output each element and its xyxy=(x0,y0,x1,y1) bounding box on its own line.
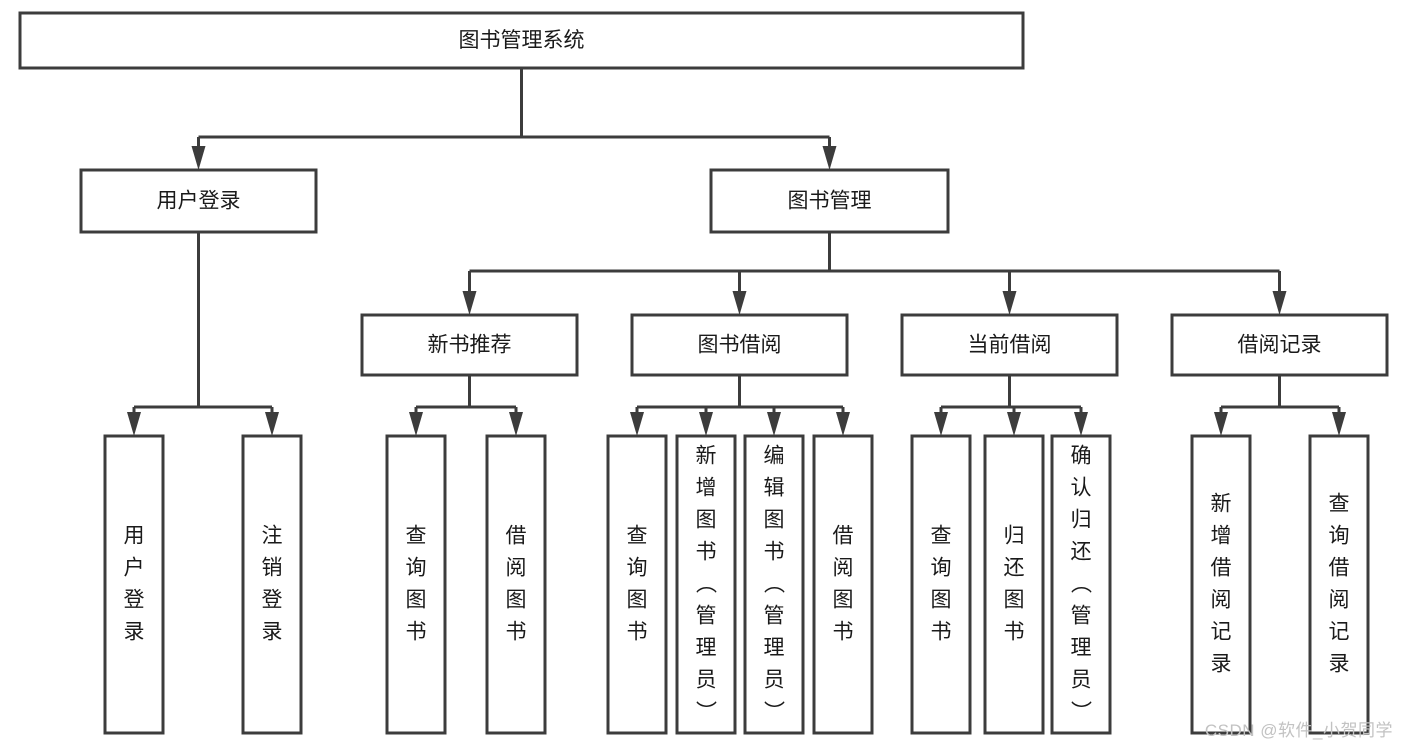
node-label-leaf-query-book-3: 查询图书 xyxy=(931,524,952,643)
node-label-leaf-query-book-2: 查询图书 xyxy=(627,524,648,643)
connector-layer xyxy=(127,68,1346,436)
node-leaf-borrow-book-2[interactable]: 借阅图书 xyxy=(812,434,874,735)
node-label-leaf-add-borrow-rec: 新增借阅记录 xyxy=(1211,492,1232,675)
node-label-leaf-query-book-1: 查询图书 xyxy=(406,524,427,643)
node-box-root xyxy=(18,11,1025,70)
node-current-borrow[interactable]: 当前借阅 xyxy=(900,313,1119,377)
node-label-book-borrow: 图书借阅 xyxy=(698,334,782,357)
node-root[interactable]: 图书管理系统 xyxy=(18,11,1025,70)
node-leaf-confirm-return[interactable]: 确认归还（管理员） xyxy=(1050,434,1112,735)
node-box-book-manage xyxy=(709,168,950,234)
node-book-borrow[interactable]: 图书借阅 xyxy=(630,313,849,377)
node-box-leaf-user-login xyxy=(103,434,165,735)
node-box-leaf-query-borrow-rec xyxy=(1308,434,1370,735)
node-label-leaf-return-book: 归还图书 xyxy=(1004,524,1025,643)
node-leaf-add-book-admin[interactable]: 新增图书（管理员） xyxy=(675,434,737,735)
node-label-leaf-logout: 注销登录 xyxy=(262,524,283,643)
node-box-book-borrow xyxy=(630,313,849,377)
node-label-leaf-borrow-book-1: 借阅图书 xyxy=(506,524,527,643)
node-box-leaf-add-book-admin xyxy=(675,434,737,735)
node-borrow-record[interactable]: 借阅记录 xyxy=(1170,313,1389,377)
node-leaf-query-book-1[interactable]: 查询图书 xyxy=(385,434,447,735)
node-leaf-return-book[interactable]: 归还图书 xyxy=(983,434,1045,735)
node-box-current-borrow xyxy=(900,313,1119,377)
node-leaf-borrow-book-1[interactable]: 借阅图书 xyxy=(485,434,547,735)
node-leaf-edit-book-admin[interactable]: 编辑图书（管理员） xyxy=(743,434,805,735)
node-label-leaf-add-book-admin: 新增图书（管理员） xyxy=(696,444,718,723)
node-label-leaf-confirm-return: 确认归还（管理员） xyxy=(1071,444,1093,723)
node-box-user-login xyxy=(79,168,318,234)
node-leaf-logout[interactable]: 注销登录 xyxy=(241,434,303,735)
node-box-leaf-logout xyxy=(241,434,303,735)
node-book-manage[interactable]: 图书管理 xyxy=(709,168,950,234)
node-box-leaf-query-book-3 xyxy=(910,434,972,735)
node-box-leaf-borrow-book-2 xyxy=(812,434,874,735)
node-label-leaf-user-login: 用户登录 xyxy=(124,524,145,643)
node-label-book-manage: 图书管理 xyxy=(788,190,872,213)
node-label-borrow-record: 借阅记录 xyxy=(1238,334,1322,357)
node-label-leaf-borrow-book-2: 借阅图书 xyxy=(833,524,854,643)
node-leaf-query-borrow-rec[interactable]: 查询借阅记录 xyxy=(1308,434,1370,735)
node-label-user-login: 用户登录 xyxy=(157,190,241,213)
node-leaf-query-book-3[interactable]: 查询图书 xyxy=(910,434,972,735)
node-box-leaf-confirm-return xyxy=(1050,434,1112,735)
node-box-leaf-query-book-2 xyxy=(606,434,668,735)
node-box-borrow-record xyxy=(1170,313,1389,377)
node-layer: 图书管理系统用户登录图书管理新书推荐图书借阅当前借阅借阅记录用户登录注销登录查询… xyxy=(18,11,1389,735)
node-label-current-borrow: 当前借阅 xyxy=(968,334,1052,357)
node-user-login[interactable]: 用户登录 xyxy=(79,168,318,234)
node-leaf-add-borrow-rec[interactable]: 新增借阅记录 xyxy=(1190,434,1252,735)
node-box-leaf-return-book xyxy=(983,434,1045,735)
node-box-leaf-borrow-book-1 xyxy=(485,434,547,735)
node-label-root: 图书管理系统 xyxy=(459,29,585,52)
watermark-label: CSDN @软件_小贺同学 xyxy=(1204,721,1393,740)
node-label-leaf-query-borrow-rec: 查询借阅记录 xyxy=(1329,492,1350,675)
node-leaf-query-book-2[interactable]: 查询图书 xyxy=(606,434,668,735)
node-leaf-user-login[interactable]: 用户登录 xyxy=(103,434,165,735)
node-label-new-book-rec: 新书推荐 xyxy=(428,334,512,357)
node-box-leaf-query-book-1 xyxy=(385,434,447,735)
node-box-leaf-add-borrow-rec xyxy=(1190,434,1252,735)
node-box-new-book-rec xyxy=(360,313,579,377)
node-box-leaf-edit-book-admin xyxy=(743,434,805,735)
node-new-book-rec[interactable]: 新书推荐 xyxy=(360,313,579,377)
node-label-leaf-edit-book-admin: 编辑图书（管理员） xyxy=(764,444,786,723)
